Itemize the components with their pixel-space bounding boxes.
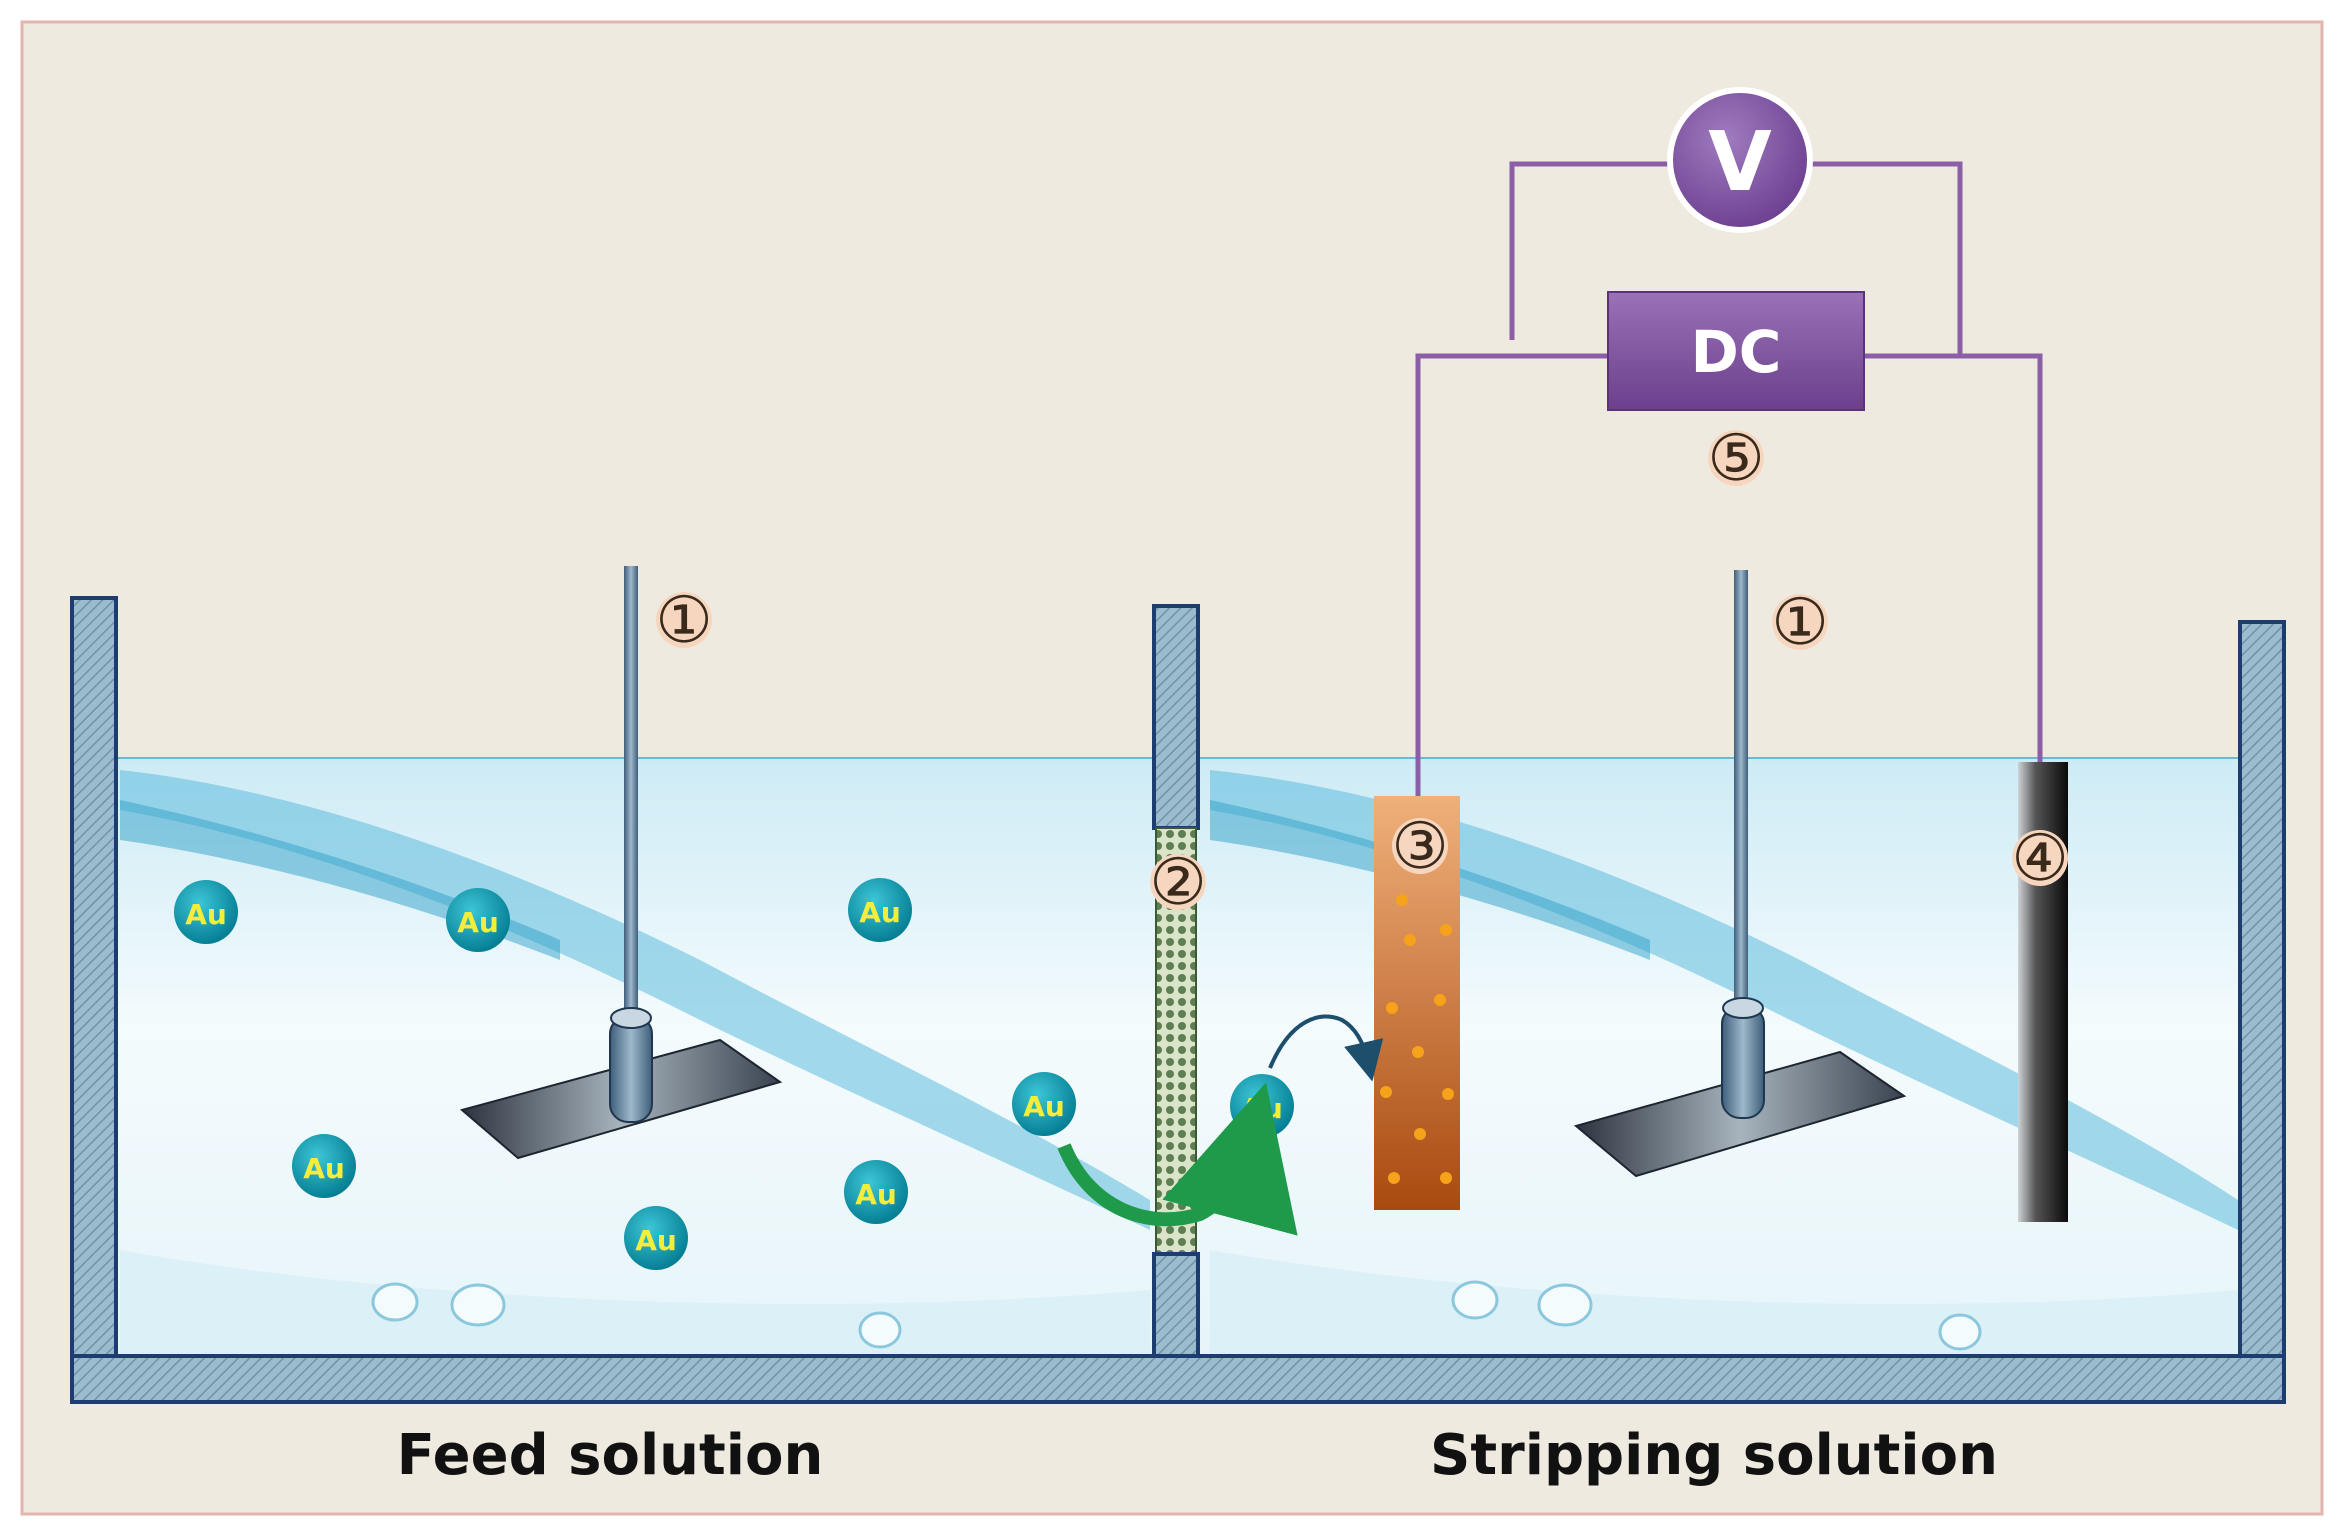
marker-3: ③ bbox=[1391, 810, 1448, 884]
stirrer-left bbox=[459, 566, 783, 1160]
voltmeter-label: V bbox=[1708, 115, 1772, 210]
au-ion: Au bbox=[174, 880, 238, 944]
wave-left bbox=[120, 770, 1150, 1230]
marker-4-bg bbox=[2012, 830, 2068, 886]
au-ion: Au bbox=[624, 1206, 688, 1270]
marker-1-left: ① bbox=[655, 584, 712, 658]
au-ion: Au bbox=[848, 878, 912, 942]
au-ion: Au bbox=[446, 888, 510, 952]
circuit-wires bbox=[1415, 161, 2043, 798]
au-ion: Au bbox=[844, 1160, 908, 1224]
tank-right-wall bbox=[2238, 620, 2286, 1358]
marker-2-bg bbox=[1150, 854, 1206, 910]
marker-5: ⑤ bbox=[1707, 422, 1764, 496]
svg-text:Au: Au bbox=[1023, 1090, 1065, 1123]
svg-text:Au: Au bbox=[457, 906, 499, 939]
svg-text:Au: Au bbox=[303, 1152, 345, 1185]
stirrer-right bbox=[1573, 570, 1907, 1178]
voltmeter: V bbox=[1667, 87, 1813, 233]
au-ion: Au bbox=[292, 1134, 356, 1198]
au-ion: Au bbox=[1012, 1072, 1076, 1136]
au-ion: Au bbox=[1230, 1074, 1294, 1138]
wave-right bbox=[1210, 770, 2238, 1230]
svg-text:Au: Au bbox=[855, 1178, 897, 1211]
deposition-arrow bbox=[1268, 1014, 1384, 1082]
svg-text:Au: Au bbox=[1241, 1092, 1283, 1125]
marker-2: ② bbox=[1149, 846, 1206, 920]
marker-1-right-bg bbox=[1772, 594, 1828, 650]
svg-text:Au: Au bbox=[635, 1224, 677, 1257]
bubbles bbox=[371, 1280, 1982, 1351]
transport-arrow bbox=[1057, 1082, 1298, 1236]
partition-lower bbox=[1152, 1252, 1200, 1358]
marker-3-bg bbox=[1392, 818, 1448, 874]
partition-upper bbox=[1152, 604, 1200, 830]
marker-1-right: ① bbox=[1771, 586, 1828, 660]
dc-power-supply: DC bbox=[1607, 291, 1865, 411]
svg-text:Au: Au bbox=[859, 896, 901, 929]
marker-5-bg bbox=[1708, 430, 1764, 486]
svg-text:Au: Au bbox=[185, 898, 227, 931]
marker-1-left-bg bbox=[656, 592, 712, 648]
feed-solution-label: Feed solution bbox=[397, 1423, 824, 1488]
marker-4: ④ bbox=[2011, 822, 2068, 896]
tank-floor bbox=[70, 1354, 2286, 1404]
stripping-solution-label: Stripping solution bbox=[1430, 1423, 1998, 1488]
tank-left-wall bbox=[70, 596, 118, 1358]
dc-label: DC bbox=[1691, 318, 1782, 386]
